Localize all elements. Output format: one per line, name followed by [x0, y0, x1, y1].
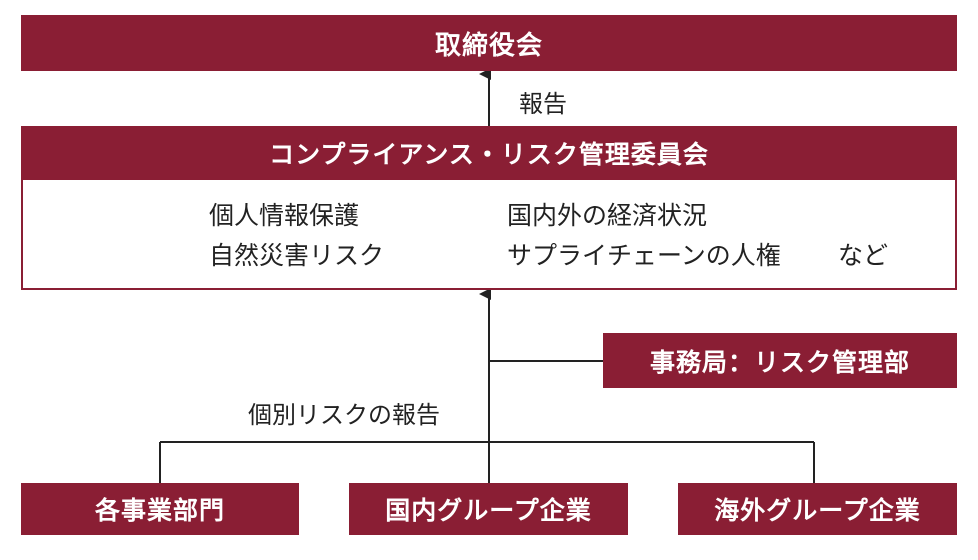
unit-label: 国内グループ企業: [385, 496, 592, 525]
risk-item: 国内外の経済状況: [507, 201, 708, 230]
committee-risks-panel: 個人情報保護 国内外の経済状況 自然災害リスク サプライチェーンの人権 など: [21, 178, 957, 290]
report-label: 報告: [519, 90, 567, 118]
risk-item: 個人情報保護: [209, 201, 360, 230]
unit-box: 各事業部門: [21, 483, 299, 535]
individual-report-label: 個別リスクの報告: [248, 401, 440, 429]
board-label: 取締役会: [434, 30, 543, 61]
unit-label: 海外グループ企業: [714, 496, 921, 525]
unit-box: 海外グループ企業: [678, 483, 957, 535]
committee-title: コンプライアンス・リスク管理委員会: [269, 140, 709, 169]
unit-label: 各事業部門: [94, 496, 225, 525]
risk-etc: など: [838, 241, 889, 270]
risk-item: 自然災害リスク: [209, 241, 385, 270]
unit-box: 国内グループ企業: [349, 483, 628, 535]
secretariat-box: 事務局：リスク管理部: [603, 333, 957, 388]
committee-title-box: コンプライアンス・リスク管理委員会: [21, 126, 957, 180]
risk-item: サプライチェーンの人権: [507, 241, 781, 270]
secretariat-label: 事務局：リスク管理部: [649, 347, 910, 377]
board-box: 取締役会: [21, 15, 957, 71]
